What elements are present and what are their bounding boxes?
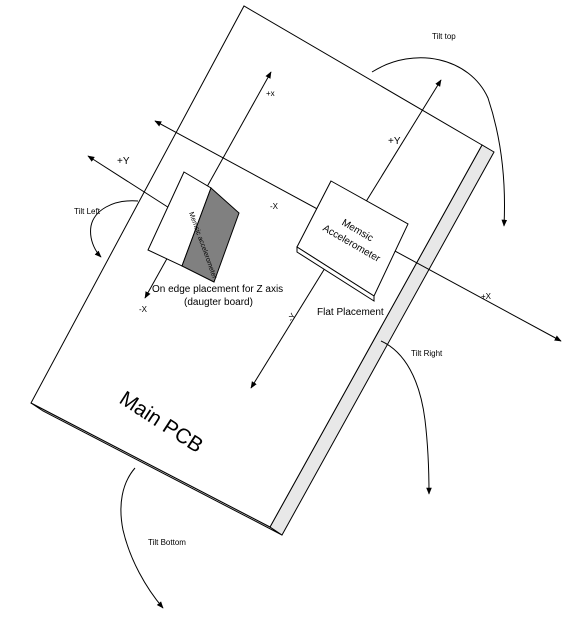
edge-accelerometer-chip: Memsic accelerometer [147,171,240,283]
tilt-bottom-curve [120,467,164,609]
tilt-right-curve [380,340,432,495]
edge-minus-x-label: -X [139,305,148,314]
tilt-left-label: Tilt Left [74,207,101,216]
flat-accelerometer-chip: Memsic Accelerometer [296,180,409,302]
flat-plus-x-top-label: +x [266,89,275,98]
flat-placement-caption: Flat Placement [317,307,384,318]
main-pcb-board [30,5,495,536]
flat-minus-x-label: -X [270,202,279,211]
tilt-left-curve [90,200,139,258]
edge-vertical-axis [144,71,272,299]
tilt-bottom-label: Tilt Bottom [148,538,186,547]
edge-plus-y-label: +Y [117,156,130,167]
tilt-right-label: Tilt Right [411,349,443,358]
flat-plus-x-right-label: +X [481,292,492,301]
tilt-top-curve [371,57,508,227]
flat-plus-y-label: +Y [388,136,401,147]
edge-caption-line-1: On edge placement for Z axis [152,284,283,295]
edge-caption-line-2: (daugter board) [184,297,253,308]
tilt-top-label: Tilt top [432,32,456,41]
